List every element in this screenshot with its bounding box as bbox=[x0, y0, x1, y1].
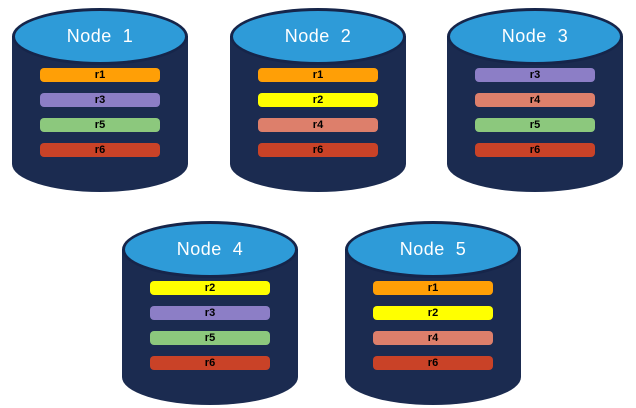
replica-bar: r1 bbox=[258, 68, 378, 82]
node-1-title: Node 1 bbox=[66, 26, 134, 46]
replica-bar: r4 bbox=[373, 331, 493, 345]
replica-bar: r2 bbox=[150, 281, 270, 295]
node-5-cylinder: Node 5 r1 r2 r4 r6 bbox=[345, 221, 521, 405]
replica-bar: r3 bbox=[40, 93, 160, 107]
replica-bar: r4 bbox=[258, 118, 378, 132]
node-4-replica-list: r2 r3 r5 r6 bbox=[150, 281, 270, 370]
node-2-cylinder-top: Node 2 bbox=[230, 8, 406, 65]
replica-bar: r1 bbox=[373, 281, 493, 295]
node-3-cylinder-top: Node 3 bbox=[447, 8, 623, 65]
node-2-title: Node 2 bbox=[284, 26, 352, 46]
replica-bar: r6 bbox=[258, 143, 378, 157]
replica-bar: r4 bbox=[475, 93, 595, 107]
node-5-cylinder-top: Node 5 bbox=[345, 221, 521, 278]
replica-bar: r6 bbox=[475, 143, 595, 157]
node-1-replica-list: r1 r3 r5 r6 bbox=[40, 68, 160, 157]
node-2-replica-list: r1 r2 r4 r6 bbox=[258, 68, 378, 157]
node-3-title: Node 3 bbox=[501, 26, 569, 46]
node-4-cylinder-top: Node 4 bbox=[122, 221, 298, 278]
replica-bar: r5 bbox=[475, 118, 595, 132]
replica-bar: r1 bbox=[40, 68, 160, 82]
replica-bar: r5 bbox=[150, 331, 270, 345]
replica-bar: r6 bbox=[373, 356, 493, 370]
node-3-replica-list: r3 r4 r5 r6 bbox=[475, 68, 595, 157]
replica-bar: r2 bbox=[258, 93, 378, 107]
node-1-cylinder-top: Node 1 bbox=[12, 8, 188, 65]
node-4-cylinder: Node 4 r2 r3 r5 r6 bbox=[122, 221, 298, 405]
replica-bar: r6 bbox=[40, 143, 160, 157]
replica-bar: r5 bbox=[40, 118, 160, 132]
node-2-cylinder: Node 2 r1 r2 r4 r6 bbox=[230, 8, 406, 192]
node-5-replica-list: r1 r2 r4 r6 bbox=[373, 281, 493, 370]
replica-bar: r6 bbox=[150, 356, 270, 370]
replica-bar: r3 bbox=[475, 68, 595, 82]
node-5-title: Node 5 bbox=[399, 239, 467, 259]
replica-bar: r2 bbox=[373, 306, 493, 320]
node-1-cylinder: Node 1 r1 r3 r5 r6 bbox=[12, 8, 188, 192]
node-4-title: Node 4 bbox=[176, 239, 244, 259]
replica-bar: r3 bbox=[150, 306, 270, 320]
node-3-cylinder: Node 3 r3 r4 r5 r6 bbox=[447, 8, 623, 192]
